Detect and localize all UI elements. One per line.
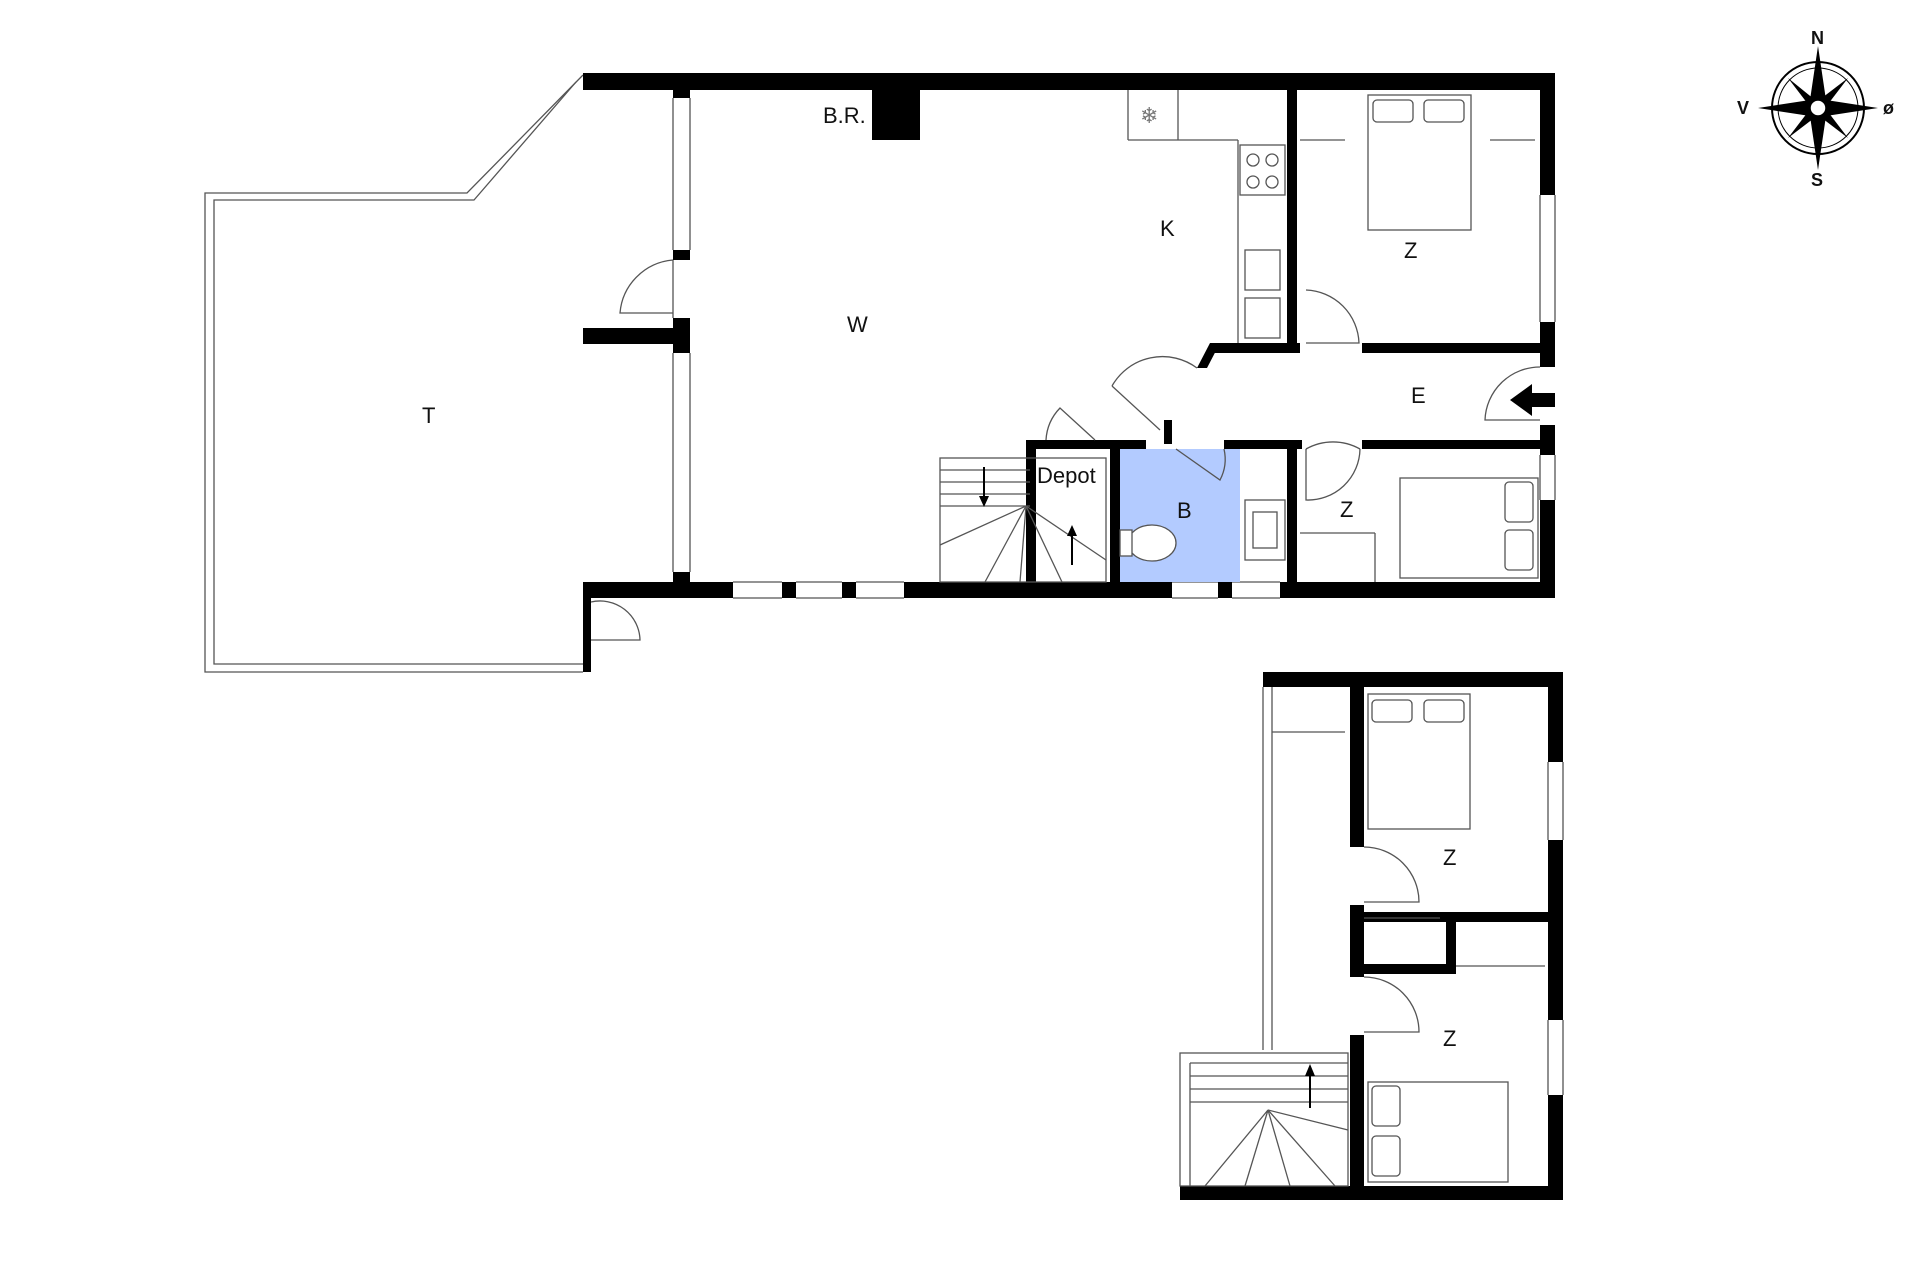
label-living: W: [847, 312, 868, 337]
label-upper-bedroom-n: Z: [1443, 845, 1456, 870]
upper-floor-lines: [1262, 687, 1564, 1183]
room-labels: T W K B.R. Depot B E Z Z Z Z: [422, 103, 1456, 1051]
main-floor-walls: [583, 73, 1555, 672]
svg-text:❄: ❄: [1140, 103, 1158, 128]
upper-stair: [1179, 1052, 1349, 1187]
label-terrace: T: [422, 403, 435, 428]
label-bedroom-se: Z: [1340, 497, 1353, 522]
compass-south: S: [1811, 170, 1823, 190]
kitchen-counter: ❄: [1127, 90, 1286, 343]
entrance-arrow: [1510, 384, 1555, 416]
terrace-outline: [204, 74, 584, 673]
bath-fixtures: [1119, 499, 1286, 562]
main-floor-doors: [590, 259, 1541, 641]
upper-floor-walls: [1180, 672, 1563, 1200]
label-upper-bedroom-s: Z: [1443, 1026, 1456, 1051]
label-kitchen: K: [1160, 216, 1175, 241]
compass-east: ø: [1883, 98, 1894, 118]
bedroom-ne-furniture: [1300, 94, 1535, 231]
compass-rose: [1758, 46, 1878, 170]
label-bedroom-ne: Z: [1404, 238, 1417, 263]
bathroom-floor: [1120, 449, 1240, 582]
label-storage: Depot: [1037, 463, 1096, 488]
label-chimney: B.R.: [823, 103, 866, 128]
compass-west: V: [1737, 98, 1749, 118]
main-stair: [939, 457, 1107, 583]
compass-north: N: [1811, 28, 1824, 48]
label-entrance: E: [1411, 383, 1426, 408]
label-bath: B: [1177, 498, 1192, 523]
compass-labels: N S V ø: [1737, 28, 1894, 190]
bedroom-se-furniture: [1300, 477, 1539, 582]
